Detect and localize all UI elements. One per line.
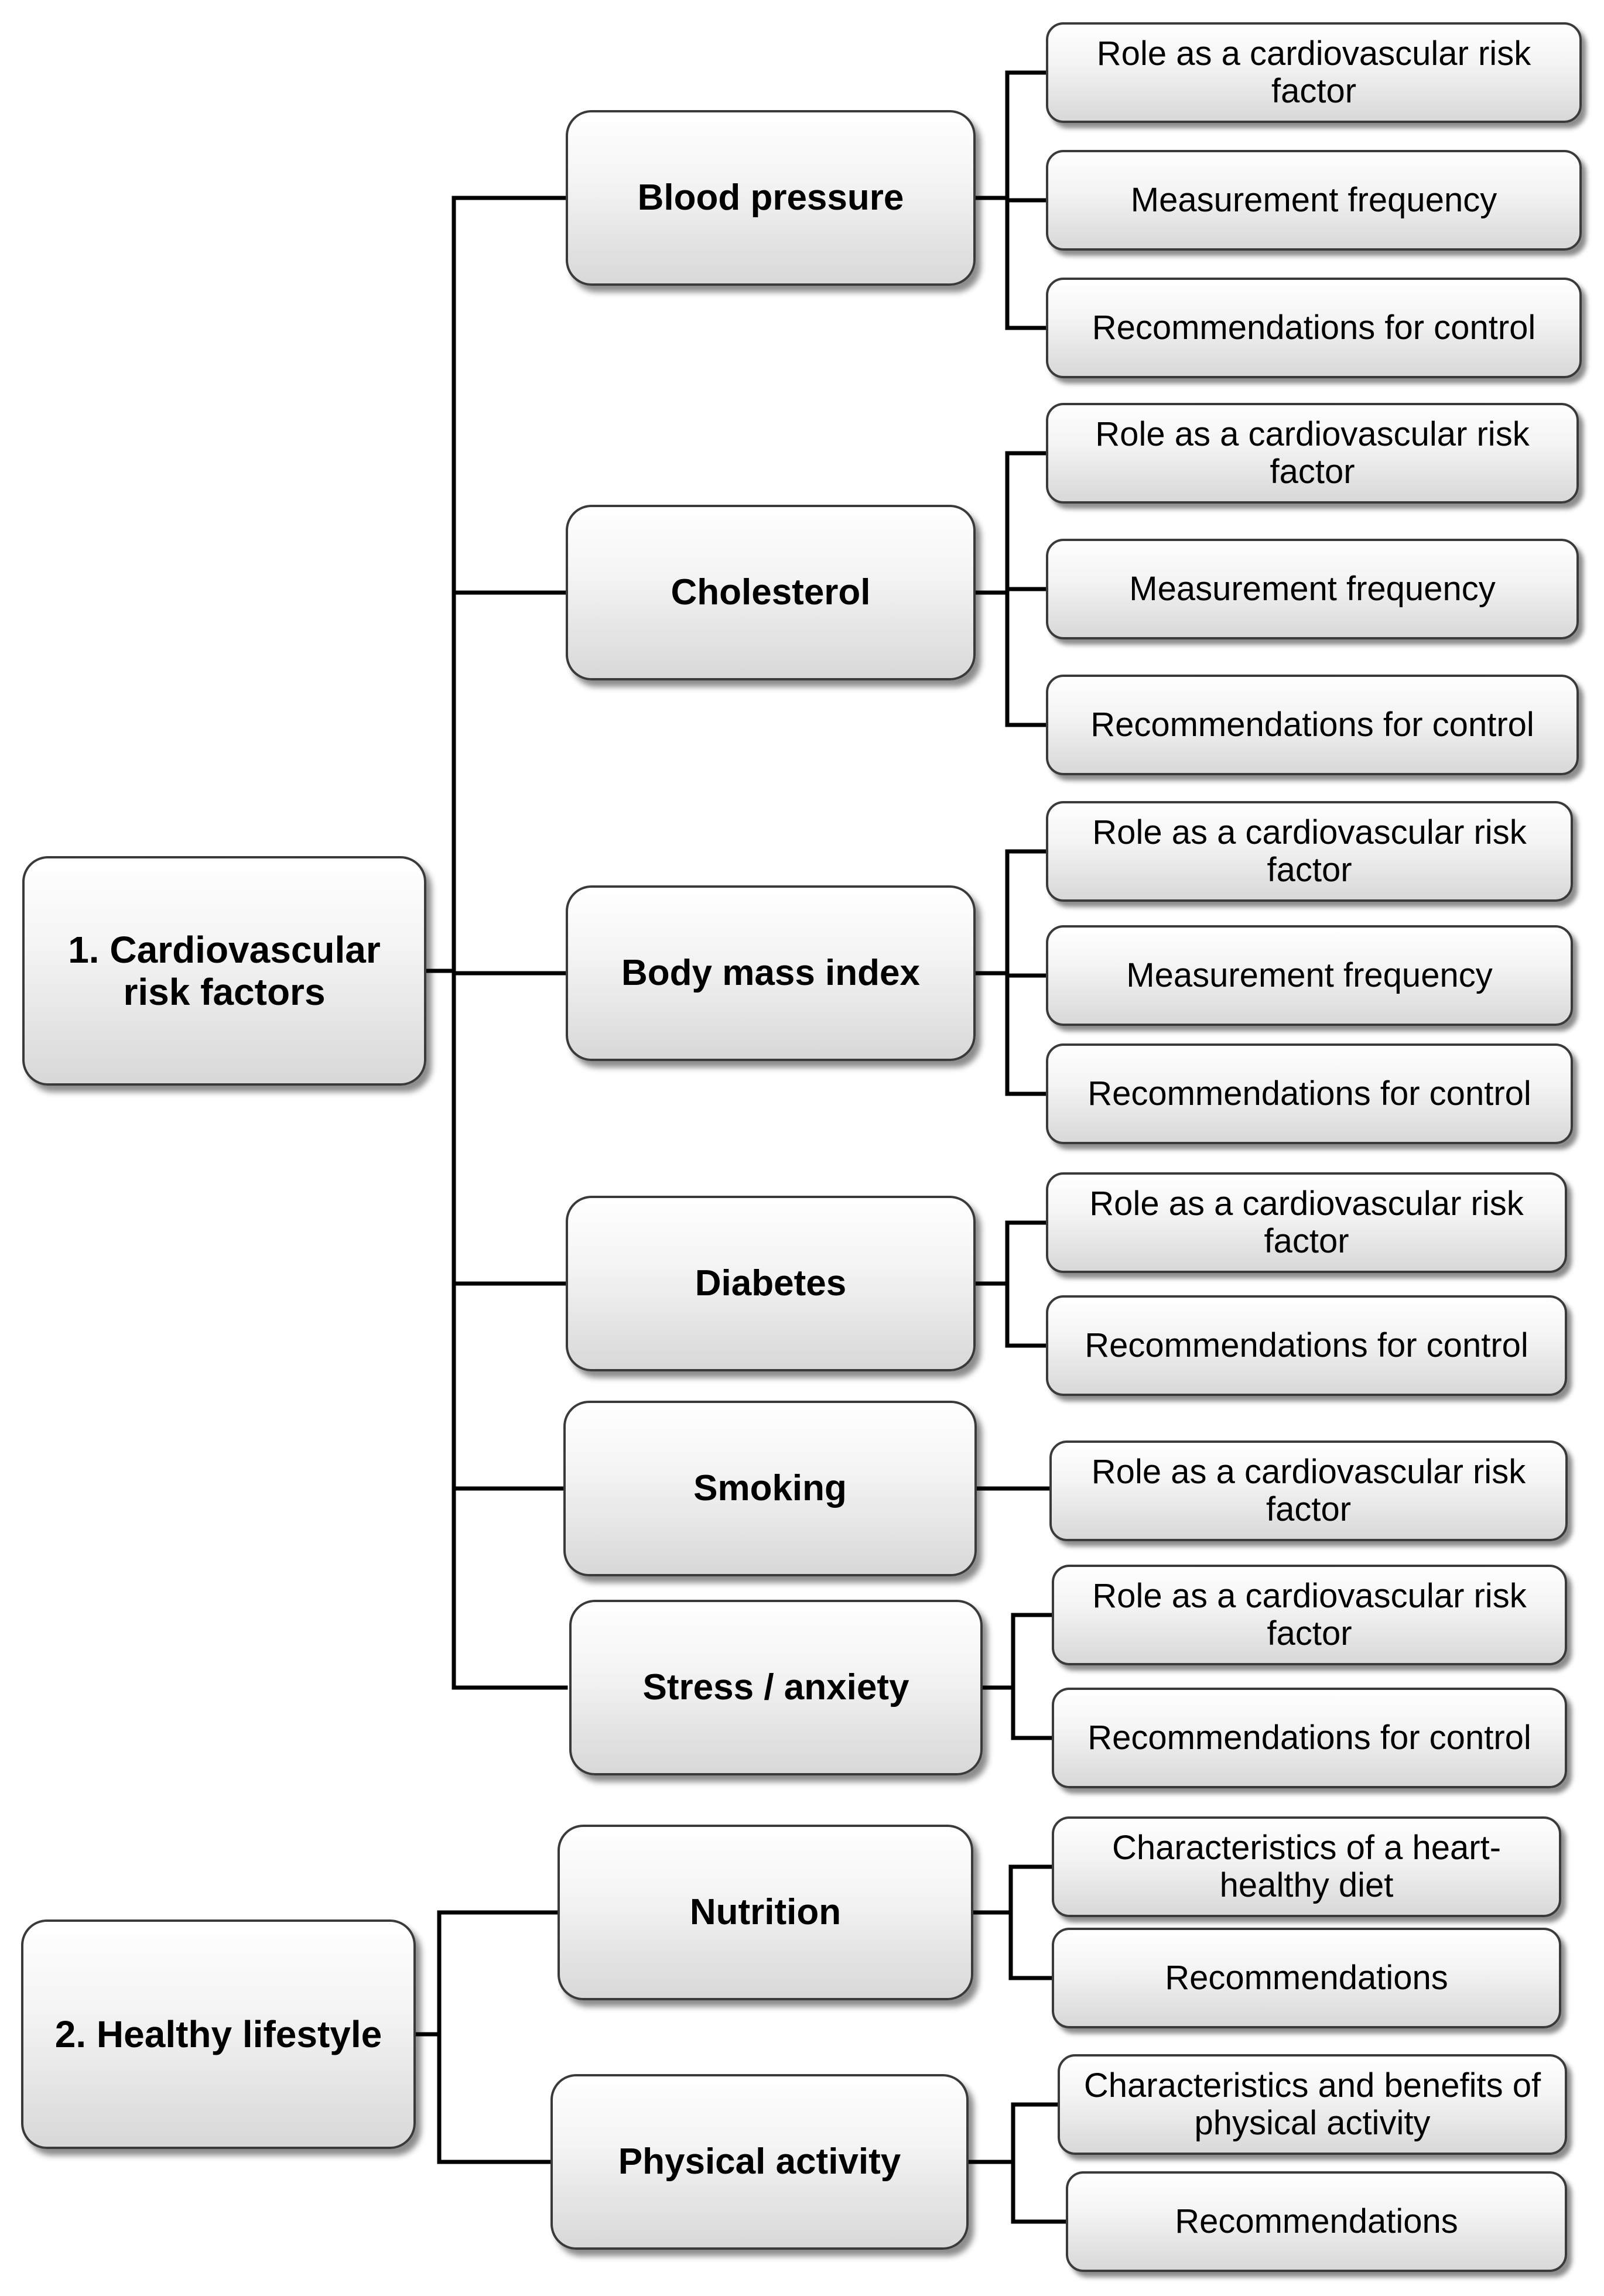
item-label: Recommendations xyxy=(1175,2202,1458,2240)
topic-title: Body mass index xyxy=(621,953,920,993)
topic-box-smoking: Smoking xyxy=(563,1401,977,1576)
item-box: Recommendations for control xyxy=(1046,1043,1573,1144)
topic-box-blood-pressure: Blood pressure xyxy=(566,110,976,286)
topic-box-cholesterol: Cholesterol xyxy=(566,505,976,680)
item-box: Role as a cardiovascular risk factor xyxy=(1046,1172,1567,1273)
topic-title: Nutrition xyxy=(689,1892,842,1932)
item-label: Role as a cardiovascular risk factor xyxy=(1096,35,1531,110)
topic-title: Stress / anxiety xyxy=(642,1667,909,1708)
item-label: Role as a cardiovascular risk factor xyxy=(1092,1577,1527,1652)
topic-box-stress-anxiety: Stress / anxiety xyxy=(569,1600,983,1775)
item-label: Recommendations xyxy=(1165,1959,1448,1997)
section-box-healthy-lifestyle: 2. Healthy lifestyle xyxy=(21,1919,416,2149)
item-label: Measurement frequency xyxy=(1126,956,1493,994)
item-label: Characteristics of a heart-healthy diet xyxy=(1111,1829,1502,1904)
section-box-cardiovascular-risk-factors: 1. Cardiovascular risk factors xyxy=(22,856,426,1086)
item-box: Role as a cardiovascular risk factor xyxy=(1046,403,1579,504)
item-box: Role as a cardiovascular risk factor xyxy=(1049,1440,1568,1541)
item-box: Recommendations for control xyxy=(1052,1688,1567,1788)
item-box: Role as a cardiovascular risk factor xyxy=(1046,22,1582,123)
item-label: Role as a cardiovascular risk factor xyxy=(1091,1453,1526,1528)
item-label: Role as a cardiovascular risk factor xyxy=(1092,813,1527,889)
topic-title: Physical activity xyxy=(618,2141,901,2182)
item-label: Recommendations for control xyxy=(1087,1719,1531,1757)
item-label: Role as a cardiovascular risk factor xyxy=(1095,415,1530,491)
topic-box-nutrition: Nutrition xyxy=(558,1825,973,2000)
item-box: Measurement frequency xyxy=(1046,150,1582,251)
item-label: Role as a cardiovascular risk factor xyxy=(1089,1185,1524,1260)
item-label: Characteristics and benefits of physical… xyxy=(1083,2066,1541,2142)
topic-box-diabetes: Diabetes xyxy=(566,1196,976,1371)
item-label: Recommendations for control xyxy=(1085,1326,1528,1364)
item-label: Measurement frequency xyxy=(1130,181,1497,219)
item-box: Measurement frequency xyxy=(1046,925,1573,1026)
item-label: Recommendations for control xyxy=(1092,309,1536,347)
topic-title: Smoking xyxy=(693,1468,847,1508)
item-box: Recommendations for control xyxy=(1046,278,1582,378)
item-label: Recommendations for control xyxy=(1087,1075,1531,1113)
item-box: Recommendations xyxy=(1066,2171,1567,2272)
section-title: 1. Cardiovascular risk factors xyxy=(68,929,381,1013)
item-label: Recommendations for control xyxy=(1090,706,1534,744)
topic-title: Blood pressure xyxy=(637,177,904,218)
item-label: Measurement frequency xyxy=(1129,570,1496,608)
section-title: 2. Healthy lifestyle xyxy=(54,2013,382,2055)
item-box: Recommendations for control xyxy=(1046,1295,1567,1396)
item-box: Role as a cardiovascular risk factor xyxy=(1052,1565,1567,1665)
item-box: Measurement frequency xyxy=(1046,539,1579,639)
topic-box-physical-activity: Physical activity xyxy=(550,2074,969,2250)
topic-box-body-mass-index: Body mass index xyxy=(566,885,976,1061)
item-box: Recommendations for control xyxy=(1046,675,1579,775)
topic-title: Diabetes xyxy=(695,1263,847,1303)
item-box: Characteristics and benefits of physical… xyxy=(1058,2054,1567,2155)
item-box: Recommendations xyxy=(1052,1928,1561,2028)
topic-title: Cholesterol xyxy=(671,572,871,613)
item-box: Characteristics of a heart-healthy diet xyxy=(1052,1816,1561,1917)
item-box: Role as a cardiovascular risk factor xyxy=(1046,801,1573,902)
